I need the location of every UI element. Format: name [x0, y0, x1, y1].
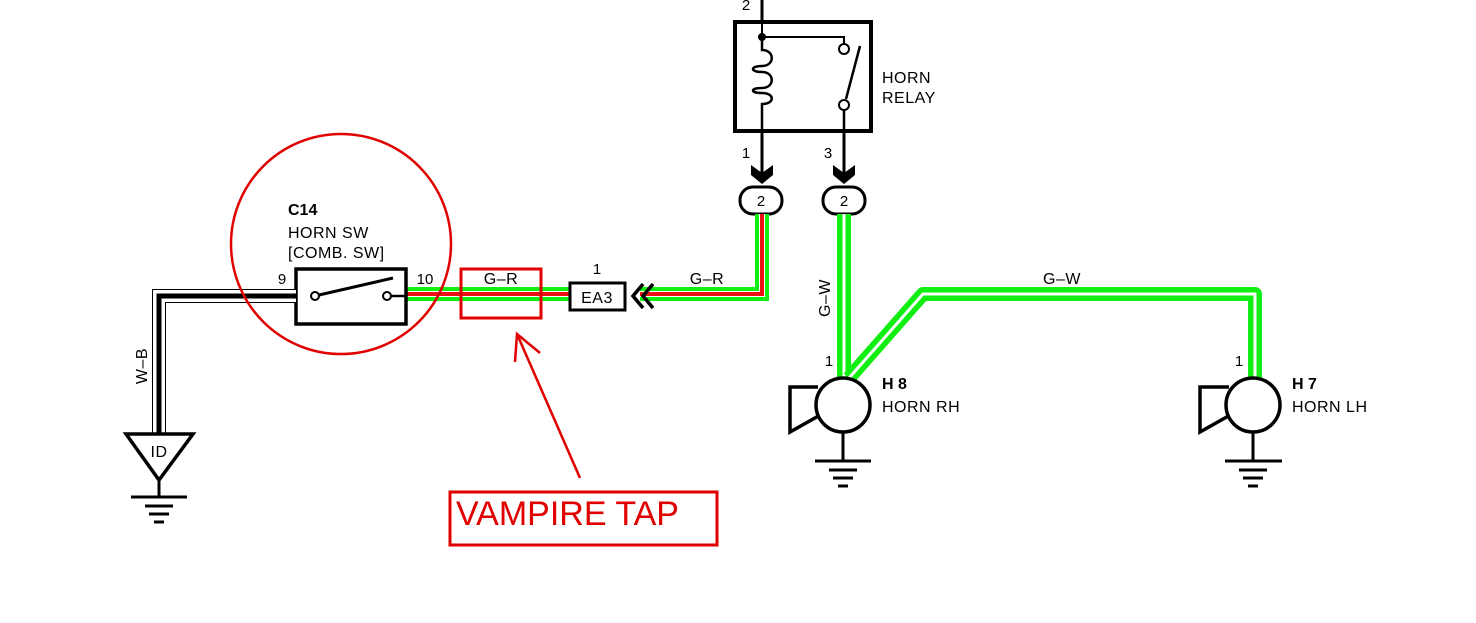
- vampire-tap-label-box: [448, 490, 719, 547]
- ground-icon: [815, 432, 871, 488]
- junction-ea3: EA3 1: [568, 261, 655, 312]
- horn-lh: 1 H 7 HORN LH: [1198, 353, 1368, 488]
- relay-connector-right-label: 2: [840, 193, 848, 210]
- relay-contact-bottom: [838, 99, 850, 111]
- relay-pin1-arrow-icon: [751, 165, 773, 184]
- relay-pin-top-label: 2: [742, 0, 750, 14]
- horn-lh-name: HORN LH: [1292, 399, 1368, 416]
- vampire-tap-highlight-box: [459, 267, 543, 320]
- wire-g-r-label-far: G–R: [690, 271, 724, 288]
- horn-rh-pin: 1: [825, 353, 833, 370]
- wire-w-b: W–B: [134, 289, 296, 434]
- horn-switch: C14 HORN SW [COMB. SW] 9 10: [278, 202, 434, 326]
- relay-box: [733, 20, 873, 133]
- horn-rh: 1 H 8 HORN RH: [788, 353, 960, 488]
- wire-w-b-label: W–B: [134, 348, 151, 384]
- arrow-up-icon: [513, 331, 582, 479]
- ground-icon: [1225, 432, 1282, 488]
- horn-switch-name-line2: [COMB. SW]: [288, 245, 385, 262]
- relay-pin3-arrow-icon: [833, 165, 855, 184]
- horn-switch-name-line1: HORN SW: [288, 225, 369, 242]
- ground-point-triangle-icon: [122, 432, 197, 483]
- horn-switch-pin-right: 10: [417, 271, 434, 288]
- horn-rh-icon: [788, 376, 872, 435]
- ground-point-label: ID: [151, 444, 168, 461]
- wire-g-r: G–R G–R: [406, 214, 769, 301]
- ground-point-id: ID: [122, 432, 197, 524]
- horn-lh-icon: [1198, 376, 1282, 435]
- relay-name-line2: RELAY: [882, 90, 936, 107]
- relay-coil-icon: [751, 37, 773, 131]
- junction-ea3-label: EA3: [581, 290, 613, 307]
- horn-rh-code: H 8: [882, 376, 907, 393]
- relay-pin-left-label: 1: [742, 145, 750, 162]
- annotations: VAMPIRE TAP: [229, 132, 719, 547]
- horn-relay: 2 2 2 1 3 HORN RELAY: [733, 0, 936, 216]
- junction-double-chevron-icon: [630, 282, 655, 310]
- horn-switch-code: C14: [288, 202, 317, 219]
- relay-pin-right-label: 3: [824, 145, 832, 162]
- horn-switch-highlight-circle: [229, 132, 453, 356]
- wire-g-w-label-vertical: G–W: [817, 279, 834, 317]
- relay-contact-top: [838, 43, 850, 55]
- horn-switch-contact-right: [382, 291, 392, 301]
- ground-icon: [131, 480, 187, 524]
- horn-switch-pin-left: 9: [278, 271, 286, 288]
- relay-connector-left-label: 2: [757, 193, 765, 210]
- relay-name-line1: HORN: [882, 70, 931, 87]
- horn-switch-arm: [318, 276, 394, 297]
- vampire-tap-label: VAMPIRE TAP: [456, 495, 679, 533]
- horn-lh-pin: 1: [1235, 353, 1243, 370]
- horn-lh-code: H 7: [1292, 376, 1317, 393]
- junction-ea3-box: [568, 281, 627, 312]
- horn-rh-name: HORN RH: [882, 399, 960, 416]
- wire-g-w: G–W G–W: [817, 214, 1262, 383]
- junction-ea3-pin: 1: [593, 261, 601, 278]
- wire-g-w-label-horizontal: G–W: [1043, 271, 1081, 288]
- horn-switch-contact-left: [310, 291, 320, 301]
- relay-switch-arm: [844, 45, 862, 100]
- wire-g-r-label-near: G–R: [484, 271, 518, 288]
